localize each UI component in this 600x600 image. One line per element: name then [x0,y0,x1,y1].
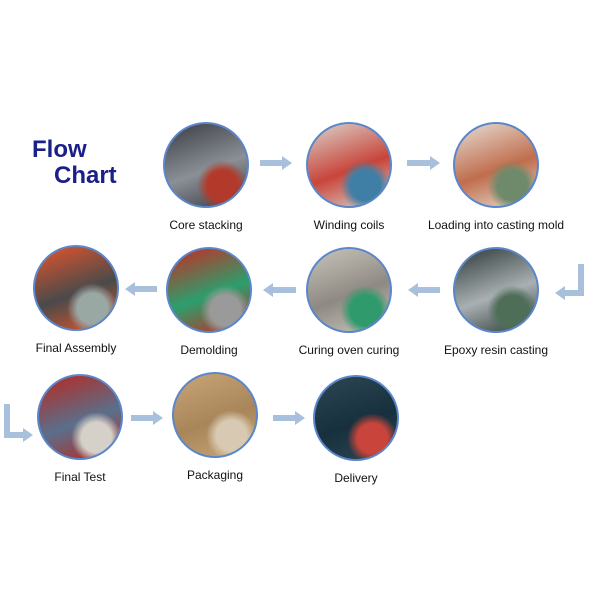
step-label: Core stacking [169,218,243,232]
corner-down-left-arrow-icon [578,264,584,296]
step-curing-oven-curing: Curing oven curing [274,247,424,357]
final-assembly-photo [33,245,119,331]
step-label: Epoxy resin casting [443,343,549,357]
step-loading-into-casting-mold: Loading into casting mold [421,122,571,232]
step-label: Loading into casting mold [427,218,565,232]
step-label: Delivery [334,471,378,485]
step-packaging: Packaging [140,372,290,482]
title-line-2: Chart [54,162,117,189]
core-stacking-photo [163,122,249,208]
step-label: Demolding [180,343,238,357]
step-label: Final Test [54,470,106,484]
step-label: Final Assembly [35,341,117,355]
final-test-photo [37,374,123,460]
epoxy-resin-casting-photo [453,247,539,333]
title-line-1: Flow [32,136,87,163]
step-label: Curing oven curing [298,343,400,357]
flow-chart-title: Flow Chart [32,137,117,189]
packaging-photo [172,372,258,458]
step-delivery: Delivery [281,375,431,485]
curing-oven-curing-photo [306,247,392,333]
winding-coils-photo [306,122,392,208]
demolding-photo [166,247,252,333]
step-core-stacking: Core stacking [131,122,281,232]
delivery-photo [313,375,399,461]
step-label: Winding coils [313,218,385,232]
step-final-assembly: Final Assembly [1,245,151,355]
step-epoxy-resin-casting: Epoxy resin casting [421,247,571,357]
step-label: Packaging [186,468,244,482]
step-demolding: Demolding [134,247,284,357]
step-final-test: Final Test [5,374,155,484]
loading-into-casting-mold-photo [453,122,539,208]
step-winding-coils: Winding coils [274,122,424,232]
